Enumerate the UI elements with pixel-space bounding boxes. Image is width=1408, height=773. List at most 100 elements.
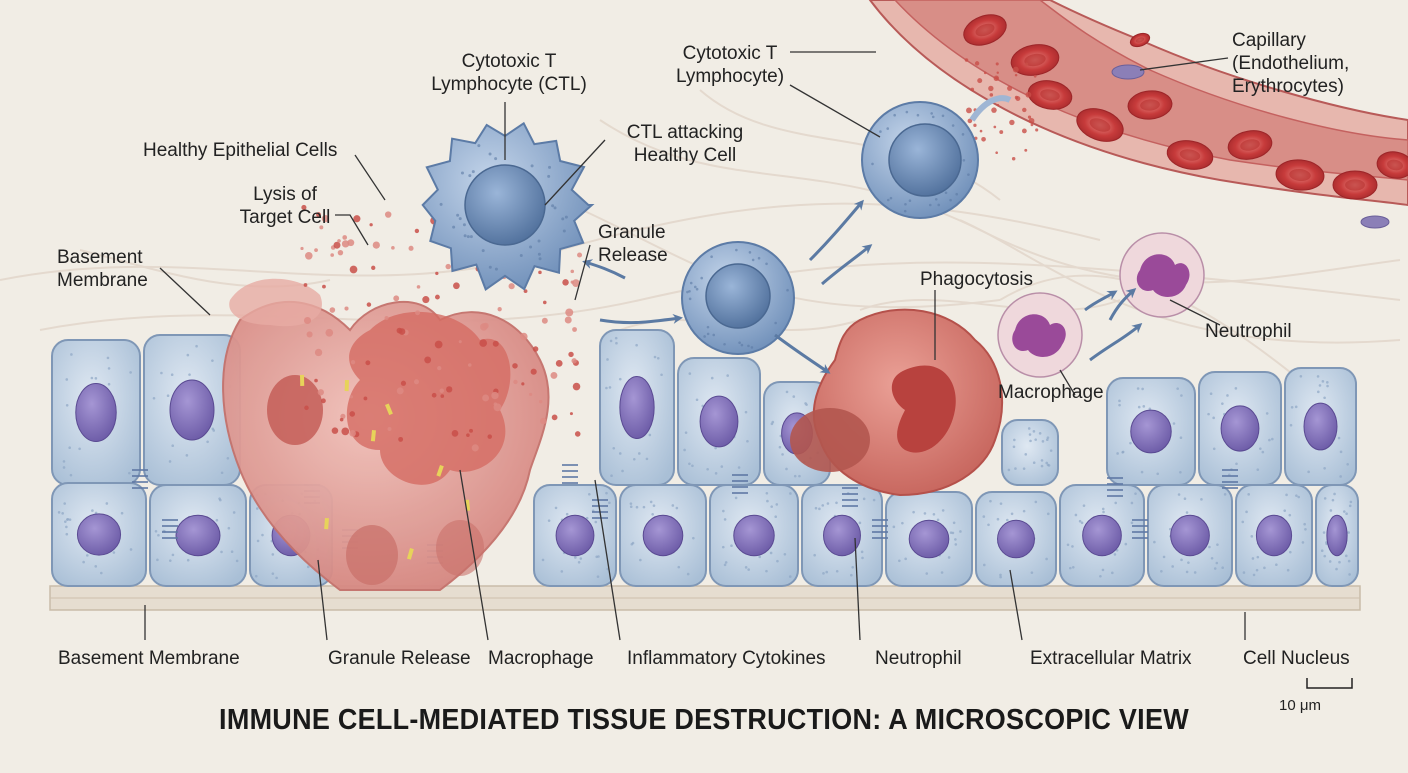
cytoplasm-granule (65, 532, 69, 536)
cytoplasm-granule (814, 506, 818, 510)
cytoplasm-granule (185, 454, 189, 457)
cytoplasm-granule (1187, 561, 1190, 564)
cell-nucleus-shape (619, 376, 655, 439)
granule-dot (993, 75, 1000, 82)
granule-dot (1015, 96, 1021, 102)
granule-dot (319, 225, 324, 230)
cytoplasm-granule (1294, 405, 1298, 409)
ctl-granule (551, 204, 555, 208)
cell-nucleus-shape (908, 519, 950, 559)
cytoplasm-granule (1223, 493, 1227, 496)
cytoplasm-granule (695, 398, 699, 402)
cytoplasm-granule (261, 533, 264, 537)
cytoplasm-granule (62, 460, 66, 463)
cytoplasm-granule (1185, 570, 1189, 574)
cytoplasm-granule (861, 556, 864, 560)
cytoplasm-granule (219, 498, 222, 502)
label-neutrophil-right: Neutrophil (1205, 321, 1292, 342)
cytoplasm-granule (1045, 438, 1049, 441)
granule-dot (520, 332, 528, 341)
cytoplasm-granule (775, 503, 779, 506)
cytoplasm-granule (744, 566, 748, 569)
granule-dot (572, 327, 577, 332)
granule-dot (571, 358, 577, 364)
cytoplasm-granule (1283, 509, 1287, 512)
cytoplasm-granule (1241, 520, 1245, 524)
cytokine-fragment (436, 465, 444, 477)
cytoplasm-granule (1212, 416, 1215, 420)
cytoplasm-granule (1333, 492, 1336, 496)
granule-dot (512, 363, 518, 369)
cytoplasm-granule (770, 422, 774, 426)
cytoplasm-granule (1007, 468, 1011, 472)
granule-dot (532, 346, 539, 352)
ctl-granule (469, 235, 473, 239)
granule-dot (979, 129, 983, 133)
cytoplasm-granule (65, 404, 69, 407)
cytoplasm-granule (157, 533, 160, 537)
lymphocyte-granule (695, 287, 699, 291)
cytoplasm-granule (630, 542, 634, 546)
lymphocyte-granule (886, 198, 890, 202)
cytoplasm-granule (306, 565, 310, 569)
cytoplasm-granule (271, 572, 275, 575)
cytoplasm-granule (1321, 380, 1325, 383)
cytoplasm-granule (1099, 574, 1102, 578)
cytoplasm-granule (1247, 493, 1250, 496)
ctl-granule (462, 223, 466, 227)
cytoplasm-granule (904, 557, 907, 561)
cytoplasm-granule (1113, 553, 1117, 556)
cytoplasm-granule (1348, 504, 1352, 508)
cytoplasm-granule (1320, 549, 1324, 552)
cytoplasm-granule (923, 512, 927, 515)
cytoplasm-granule (1137, 405, 1141, 409)
lymphocyte-granule (765, 262, 768, 266)
granule-dot (321, 215, 329, 223)
cytoplasm-granule (747, 568, 750, 571)
cytoplasm-granule (588, 492, 591, 496)
cytoplasm-granule (226, 456, 230, 460)
cytoplasm-granule (1242, 571, 1246, 574)
cytoplasm-granule (1045, 557, 1048, 561)
cytoplasm-granule (987, 523, 990, 527)
granule-dot (363, 396, 368, 401)
cytoplasm-granule (227, 526, 231, 530)
granule-dot (317, 389, 324, 396)
lymphocyte-granule (893, 113, 896, 117)
erythrocyte (1275, 159, 1325, 191)
cytoplasm-granule (1329, 509, 1333, 512)
ctl-granule (553, 206, 557, 210)
granule-dot (458, 340, 462, 344)
cell-nucleus-shape (699, 395, 739, 448)
neutrophil-left (997, 292, 1083, 378)
granule-dot (339, 417, 344, 422)
granule-dot (981, 136, 986, 142)
cytoplasm-granule (1338, 560, 1341, 564)
cytoplasm-granule (1235, 462, 1238, 466)
ctl-granule (537, 252, 541, 256)
cytoplasm-granule (776, 559, 779, 563)
lymphocyte-granule (735, 248, 738, 252)
cytoplasm-granule (565, 512, 569, 516)
diagram-title: IMMUNE CELL-MEDIATED TISSUE DESTRUCTION:… (219, 704, 1189, 736)
cytoplasm-granule (1014, 467, 1017, 470)
cytoplasm-granule (1301, 541, 1305, 544)
cell-nucleus-shape (997, 519, 1035, 559)
granule-dot (562, 279, 569, 286)
granule-dot (387, 426, 392, 431)
erythrocyte (1076, 108, 1124, 142)
cytoplasm-granule (1024, 453, 1028, 456)
granule-dot (530, 368, 537, 375)
cytoplasm-granule (1328, 560, 1332, 563)
cytoplasm-granule (1028, 433, 1032, 436)
granule-dot (330, 253, 334, 257)
cytoplasm-granule (1185, 511, 1189, 514)
erythrocyte (1227, 130, 1273, 160)
neutrophil-right (1119, 232, 1205, 318)
cytoplasm-granule (65, 378, 69, 381)
cytoplasm-granule (1339, 450, 1343, 454)
granule-dot (542, 300, 547, 305)
cytoplasm-granule (256, 539, 260, 543)
cytoplasm-granule (835, 501, 838, 505)
granule-dot (493, 402, 498, 406)
